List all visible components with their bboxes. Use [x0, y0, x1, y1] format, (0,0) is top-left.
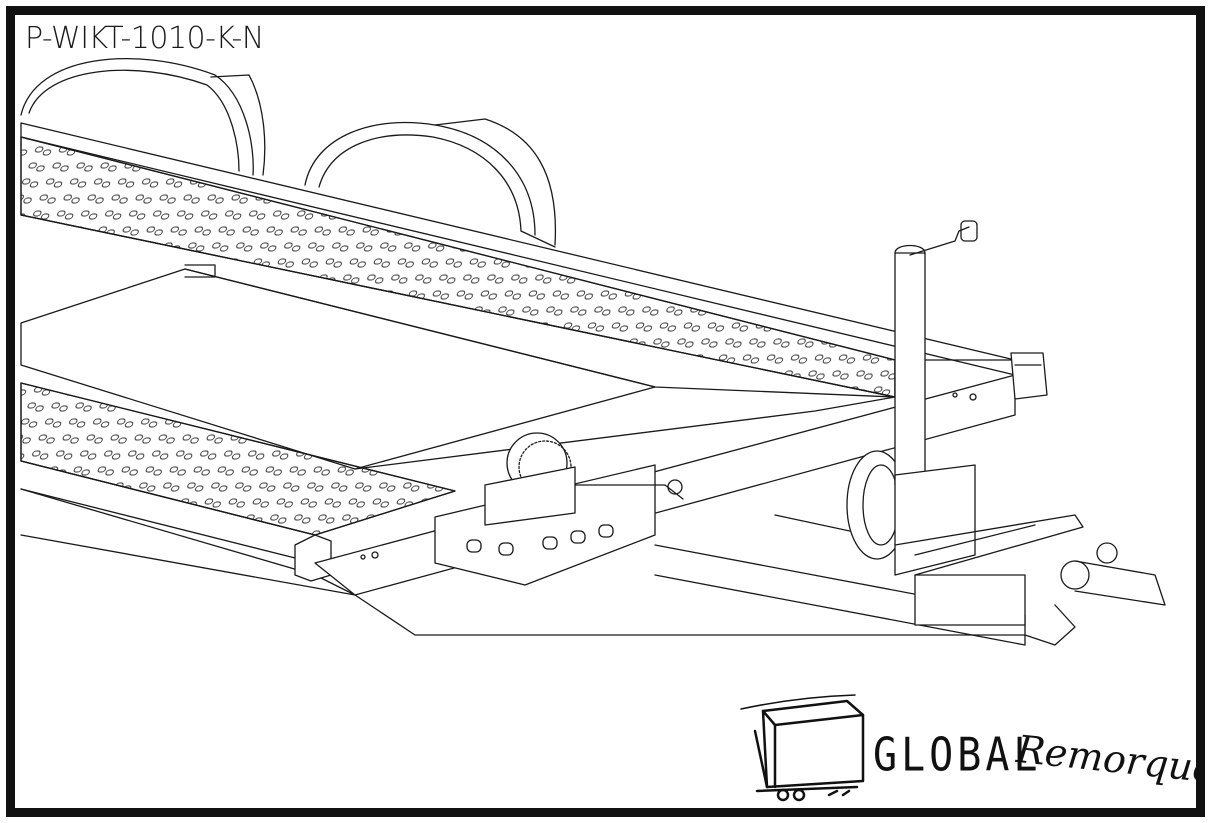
logo-word: GLOBAL — [873, 729, 1042, 782]
center-floor — [20, 264, 896, 470]
front-fender — [304, 118, 557, 248]
drawing-frame: P-WIKT-1010-K-N GLOBAL Remorques — [6, 6, 1205, 817]
left-ramp — [20, 122, 1016, 398]
logo-script: Remorques — [1014, 727, 1205, 794]
drawbar-coupling — [894, 514, 1166, 646]
winch — [434, 432, 684, 586]
global-remorques-logo: GLOBAL Remorques — [737, 691, 1196, 808]
jockey-wheel — [846, 220, 978, 576]
trailer-drawing — [20, 58, 1166, 646]
drawing-reference: P-WIKT-1010-K-N — [25, 21, 264, 56]
front-bracket — [1010, 352, 1048, 400]
right-ramp — [20, 382, 456, 596]
logo-trailer-icon — [740, 694, 865, 802]
rear-fender — [20, 58, 266, 176]
